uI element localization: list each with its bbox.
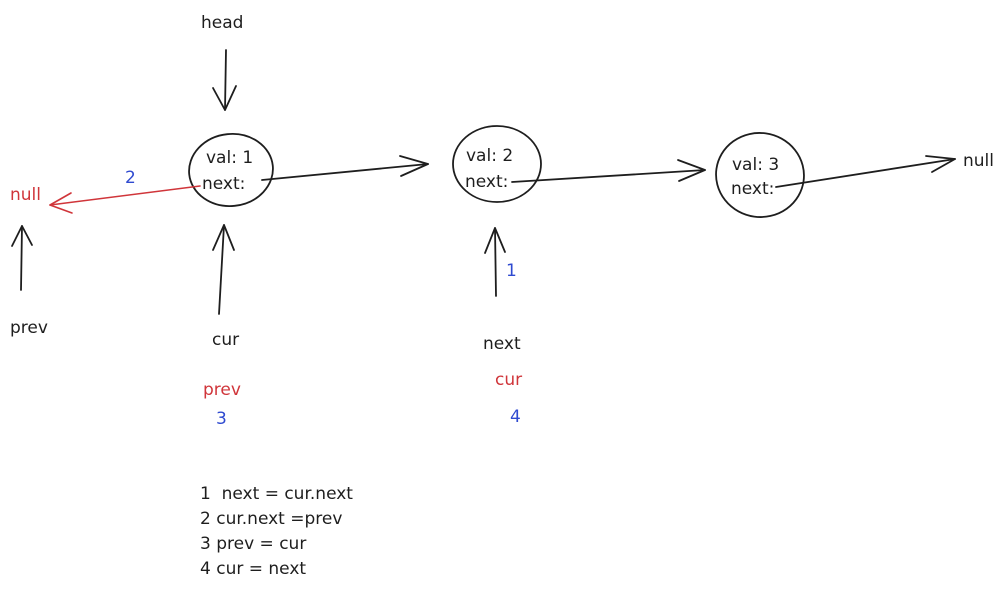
- step-marker-2: 2: [125, 168, 136, 188]
- node-3: val: 3 next:: [715, 132, 805, 218]
- next-arrow: [484, 227, 506, 297]
- steps-list: 1 next = cur.next 2 cur.next =prev 3 pre…: [200, 484, 353, 579]
- cur-label: cur: [212, 330, 239, 350]
- step-marker-3: 3: [216, 409, 227, 429]
- null-left-label: null: [10, 185, 41, 205]
- step-line-4: 4 cur = next: [200, 559, 306, 579]
- null-right-label: null: [963, 151, 994, 171]
- node-2-next: next:: [465, 172, 508, 192]
- prev-arrow: [11, 225, 33, 291]
- cur-red-label: cur: [495, 370, 522, 390]
- prev-label: prev: [10, 318, 48, 338]
- prev-red-label: prev: [203, 380, 241, 400]
- node-1: val: 1 next:: [188, 133, 274, 207]
- head-label: head: [201, 13, 243, 33]
- node-3-val: val: 3: [732, 155, 779, 175]
- step-line-2: 2 cur.next =prev: [200, 509, 342, 529]
- node-2: val: 2 next:: [452, 125, 542, 203]
- node-3-next: next:: [731, 179, 774, 199]
- node-1-val: val: 1: [206, 148, 253, 168]
- head-arrow: [212, 49, 237, 111]
- step-line-3: 3 prev = cur: [200, 534, 306, 554]
- step-marker-1: 1: [506, 261, 517, 281]
- arrow-node1-to-node2: [261, 155, 429, 181]
- step-marker-4: 4: [510, 407, 521, 427]
- cur-arrow: [212, 224, 235, 315]
- next-label: next: [483, 334, 521, 354]
- step-line-1: 1 next = cur.next: [200, 484, 353, 504]
- arrow-node2-to-node3: [511, 159, 706, 183]
- arrow-node3-to-null: [775, 155, 956, 188]
- red-arrow-to-null: [49, 185, 201, 214]
- node-2-val: val: 2: [466, 146, 513, 166]
- node-1-next: next:: [202, 174, 245, 194]
